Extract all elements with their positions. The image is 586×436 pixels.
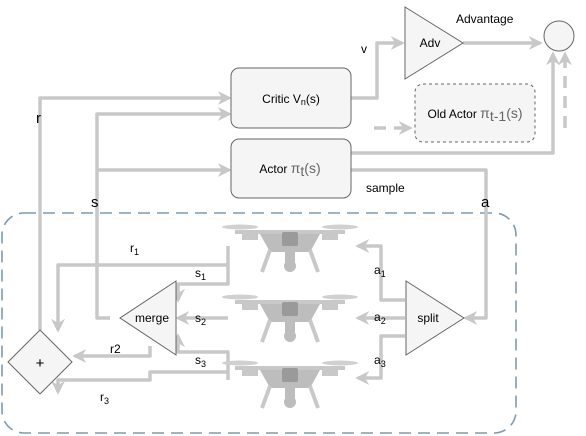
a1-label: a1	[374, 263, 386, 279]
r-label: r	[36, 110, 41, 127]
a-edge	[351, 168, 488, 325]
plus-node: +	[7, 329, 73, 395]
a1-edge	[355, 239, 405, 302]
merge-node: merge	[119, 280, 177, 356]
critic-label: Critic V	[262, 92, 301, 106]
a2-label: a2	[374, 310, 386, 326]
r3-label: r3	[100, 390, 109, 406]
r3-edge	[51, 370, 228, 395]
svg-text:Critic Vn(s): Critic Vn(s)	[262, 92, 320, 107]
r1-edge	[51, 263, 228, 333]
s-edge-critic	[95, 107, 232, 320]
loss-node	[543, 20, 575, 52]
v-edge	[351, 36, 405, 100]
drone-icon	[220, 222, 360, 274]
r2-edge	[72, 346, 152, 363]
merge-label: merge	[135, 311, 169, 325]
sample-label: sample	[366, 181, 405, 195]
svg-text:Old Actor πt-1(s): Old Actor πt-1(s)	[427, 105, 522, 124]
svg-text:Actor πt(s): Actor πt(s)	[259, 160, 320, 179]
a3-edge	[355, 334, 405, 385]
s2-label: s2	[195, 311, 206, 327]
adv-node: Adv	[404, 6, 464, 80]
s1-label: s1	[195, 266, 206, 282]
plus-label: +	[36, 355, 45, 372]
s-label: s	[91, 194, 99, 211]
v-label: v	[361, 42, 367, 56]
split-node: split	[405, 280, 465, 356]
actor-node: Actor πt(s)	[230, 138, 352, 199]
critic-node: Critic Vn(s)	[230, 67, 352, 129]
split-label: split	[417, 311, 439, 325]
r-edge	[38, 91, 232, 330]
a3-label: a3	[374, 353, 386, 369]
actor-loss-edge	[351, 51, 560, 155]
old-actor-node: Old Actor πt-1(s)	[414, 83, 536, 143]
s3-label: s3	[195, 353, 206, 369]
adv-label: Adv	[420, 36, 441, 50]
actor-label: Actor	[259, 162, 290, 176]
old-actor-label: Old Actor	[427, 107, 480, 121]
environment-frame	[1, 212, 517, 434]
drone-icon	[220, 358, 360, 410]
s3-edge	[171, 333, 230, 380]
r1-label: r1	[130, 241, 139, 257]
advantage-label: Advantage	[456, 12, 514, 26]
drone-icon	[220, 292, 360, 344]
a-label: a	[481, 194, 490, 211]
r2-label: r2	[110, 342, 121, 356]
